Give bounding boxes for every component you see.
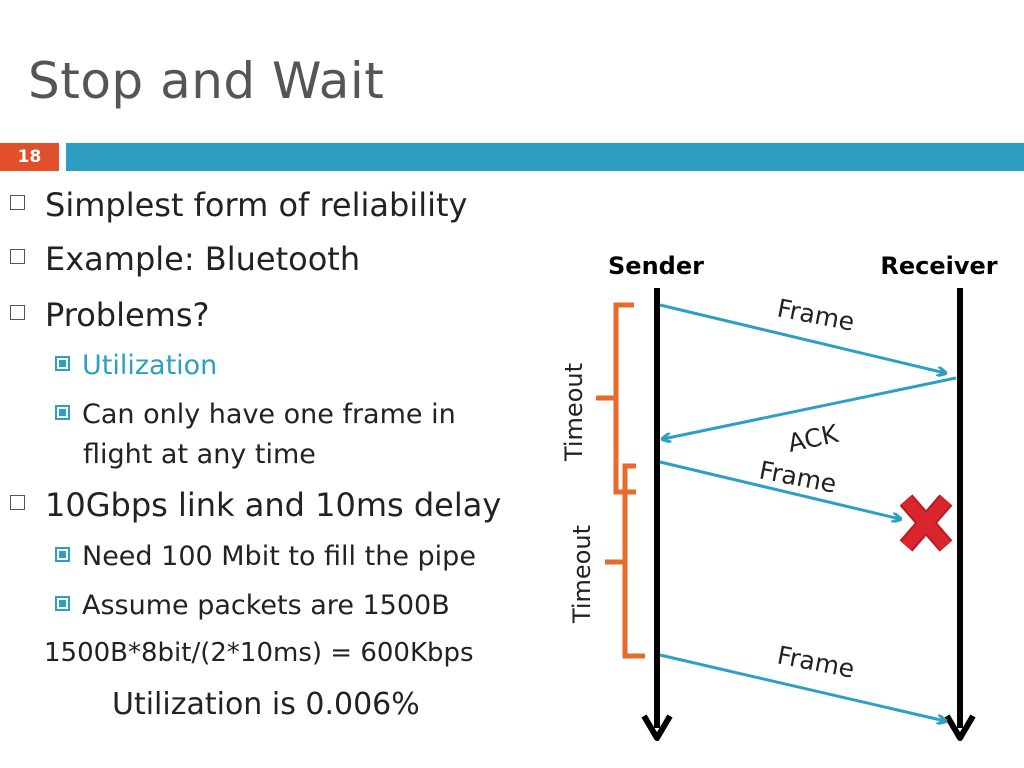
sub-bullet-text: Need 100 Mbit to fill the pipe: [82, 541, 476, 572]
bullet-box-icon: [10, 495, 25, 510]
slide-number: 18: [0, 143, 59, 171]
timeout-brace-2: [605, 463, 645, 659]
sub-bullet-text: Assume packets are 1500B: [82, 590, 450, 621]
bullet-box-icon: [10, 305, 25, 320]
timeout-label-1: Timeout: [560, 363, 588, 462]
frame-label-2: Frame: [757, 455, 839, 498]
sub-bullet-item: Can only have one frame in: [55, 395, 456, 435]
receiver-timeline: [944, 288, 976, 741]
bullet-item: Simplest form of reliability: [10, 186, 467, 224]
sub-bullet-item: Utilization: [55, 346, 217, 386]
frame-arrow-1: [659, 303, 945, 373]
sub-bullet-text: Can only have one frame in: [82, 399, 456, 430]
frame-arrow-2: [659, 460, 900, 519]
bullet-item: Example: Bluetooth: [10, 240, 360, 278]
sender-label: Sender: [608, 252, 704, 280]
bullet-box-icon: [10, 249, 25, 264]
frame-arrow-3: [659, 653, 945, 721]
sub-bullet-item: Need 100 Mbit to fill the pipe: [55, 537, 476, 577]
bullet-list: Simplest form of reliability Example: Bl…: [10, 186, 501, 626]
sub-bullet-text: Utilization: [82, 350, 218, 381]
frame-label-1: Frame: [775, 293, 857, 336]
throughput-formula: 1500B*8bit/(2*10ms) = 600Kbps: [44, 638, 474, 668]
sub-bullet-icon: [55, 547, 70, 562]
sub-bullet-item: Assume packets are 1500B: [55, 586, 450, 626]
bullet-box-icon: [10, 195, 25, 210]
bullet-text: Simplest form of reliability: [45, 186, 468, 224]
sub-bullet-icon: [55, 405, 70, 420]
timeout-label-2: Timeout: [568, 525, 596, 624]
utilization-result: Utilization is 0.006%: [112, 687, 420, 722]
bullet-item: Problems?: [10, 296, 209, 334]
ack-arrow: [663, 376, 957, 439]
bullet-text: Example: Bluetooth: [45, 240, 361, 278]
slide-title: Stop and Wait: [28, 52, 385, 110]
receiver-label: Receiver: [880, 252, 997, 280]
bullet-text: Problems?: [45, 296, 210, 334]
sub-bullet-continuation: flight at any time: [83, 439, 316, 470]
lost-frame-x-icon: [899, 494, 953, 552]
sender-timeline: [641, 288, 673, 741]
sub-bullet-icon: [55, 356, 70, 371]
ack-label: ACK: [785, 419, 841, 458]
sub-bullet-icon: [55, 596, 70, 611]
bullet-text: 10Gbps link and 10ms delay: [45, 486, 502, 524]
frame-label-3: Frame: [775, 640, 857, 683]
timeout-brace-1: [596, 302, 636, 495]
header-bar: [66, 143, 1024, 171]
bullet-item: 10Gbps link and 10ms delay: [10, 486, 501, 524]
